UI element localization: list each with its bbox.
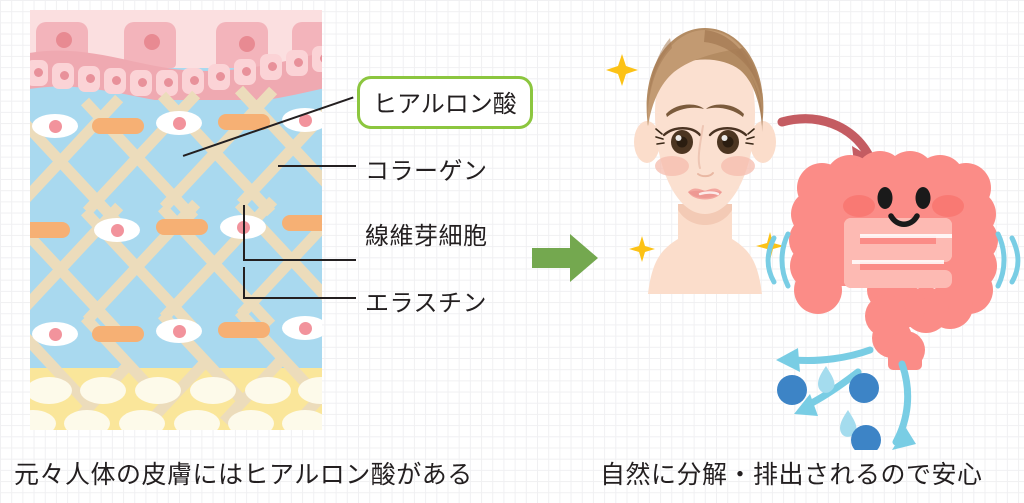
fibroblast-nucleus — [48, 119, 62, 133]
basal-cell-nucleus — [112, 76, 121, 85]
elastin-bar — [92, 118, 144, 134]
particle-circle — [777, 375, 807, 405]
keratinocyte-nucleus — [144, 34, 160, 50]
water-droplet-icon — [840, 410, 857, 437]
elastin-leader-line-vertical — [243, 267, 245, 298]
smiling-intestine-illustration — [765, 114, 1021, 450]
basal-cell-nucleus — [294, 58, 303, 67]
colon-body — [789, 151, 998, 370]
fibroblast-nucleus — [110, 223, 124, 237]
fibroblast-cell — [94, 218, 140, 242]
basal-cell-nucleus — [268, 62, 277, 71]
fat-cell — [174, 410, 220, 430]
elastin-bar — [282, 215, 322, 231]
basal-cell-nucleus — [138, 78, 147, 87]
fat-cell — [190, 377, 236, 404]
fibroblast-cell — [32, 322, 78, 346]
keratinocyte-nucleus — [239, 36, 255, 52]
basal-cell-nucleus — [86, 74, 95, 83]
basal-cell-nucleus — [320, 54, 322, 63]
basal-cell-nucleus — [216, 72, 225, 81]
fibroblast-cell — [156, 319, 202, 343]
particle-circle — [849, 373, 879, 403]
fat-cell — [245, 377, 291, 404]
fibroblast-nucleus — [298, 321, 312, 335]
motion-lines-right — [995, 231, 1021, 289]
fat-cell — [119, 410, 165, 430]
intestine-smile — [888, 213, 920, 227]
intestine-right-blush — [932, 195, 964, 217]
collagen-leader-line — [278, 165, 356, 167]
fibroblast-leader-line-vertical — [243, 205, 245, 260]
fibroblast-cell — [32, 114, 78, 138]
small-intestine — [844, 218, 952, 288]
label-hyaluronic-acid: ヒアルロン酸 — [357, 76, 533, 129]
keratinocyte-nucleus — [56, 32, 72, 48]
fat-cell — [30, 377, 72, 404]
fibroblast-nucleus — [48, 327, 62, 341]
fibroblast-cell — [156, 111, 202, 135]
fat-cell — [80, 377, 126, 404]
fibroblast-nucleus — [172, 324, 186, 338]
label-elastin: エラスチン — [365, 290, 488, 317]
label-collagen: コラーゲン — [365, 158, 488, 185]
elastin-bar — [218, 114, 270, 130]
fat-cell — [228, 410, 274, 430]
fibroblast-leader-line — [243, 259, 356, 261]
sparkle-icon — [606, 54, 638, 86]
intestine-left-eye — [877, 187, 893, 209]
elastin-bar — [92, 326, 144, 342]
basal-cell-nucleus — [164, 78, 173, 87]
elastin-bar — [218, 322, 270, 338]
intestine-right-eye — [915, 187, 931, 209]
fat-cell — [30, 410, 56, 430]
motion-lines-left — [765, 231, 791, 289]
caption-left: 元々人体の皮膚にはヒアルロン酸がある — [14, 461, 473, 489]
elastin-bar — [156, 219, 208, 235]
fat-cell — [282, 410, 322, 430]
particle-circle — [851, 425, 881, 450]
basal-cell-nucleus — [60, 71, 69, 80]
fat-cell — [135, 377, 181, 404]
elastin-bar — [30, 222, 70, 238]
label-fibroblast: 線維芽細胞 — [365, 223, 488, 250]
basal-cell — [312, 46, 322, 72]
basal-cell-nucleus — [242, 67, 251, 76]
fibroblast-nucleus — [172, 116, 186, 130]
water-droplet-icon — [818, 366, 835, 393]
elastin-leader-line — [243, 297, 356, 299]
fibroblast-nucleus — [298, 113, 312, 127]
arrow-right-icon — [532, 234, 598, 282]
sparkle-icon — [629, 236, 655, 262]
intestine-left-blush — [843, 195, 875, 217]
skin-cross-section-illustration — [30, 10, 322, 430]
womans-face-illustration — [606, 28, 784, 294]
fat-cell — [64, 410, 110, 430]
caption-right: 自然に分解・排出されるので安心 — [600, 461, 983, 489]
fibroblast-cell — [282, 316, 322, 340]
basal-cell-nucleus — [34, 68, 43, 77]
basal-cell-nucleus — [190, 76, 199, 85]
